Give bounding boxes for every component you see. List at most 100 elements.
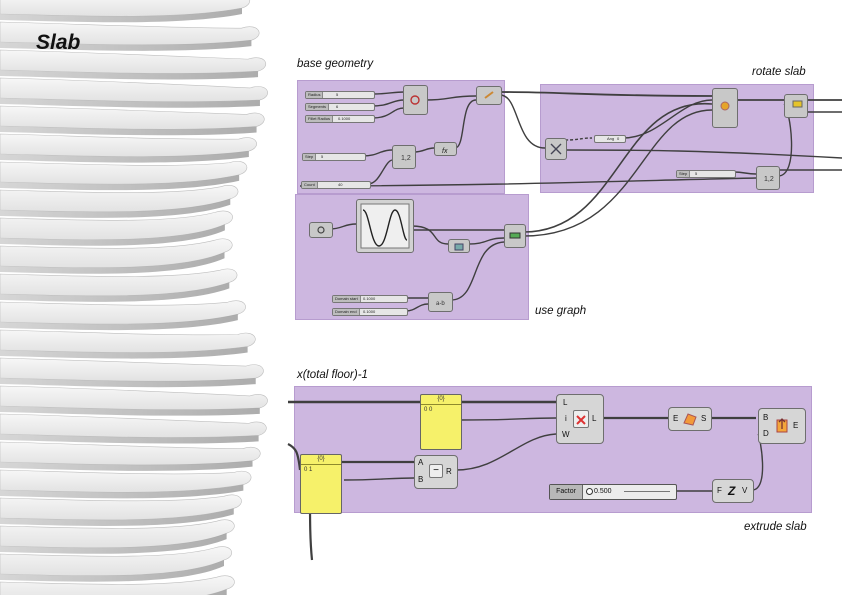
move-component[interactable] (784, 94, 808, 118)
domain-start-slider[interactable]: Domain start 0.1000 (332, 295, 408, 303)
slab-layer (0, 300, 246, 325)
panel-header: {0} (421, 395, 461, 405)
merge-icon (509, 232, 521, 239)
multiply-component[interactable]: fx (434, 142, 457, 156)
graph-mapper-icon (360, 203, 410, 249)
slab-edge (0, 70, 259, 80)
slab-edge (0, 126, 257, 136)
count-slider-value: 40 (338, 182, 343, 187)
domain-end-slider-value: 0.1000 (363, 309, 376, 314)
count-slider[interactable]: Count 40 (301, 181, 371, 189)
radius-slider-value: 5 (336, 92, 339, 97)
floor-panel-1[interactable]: {0} 0 0 (420, 394, 462, 450)
slab-edge (0, 40, 252, 51)
list-item-component[interactable]: L i W L (556, 394, 604, 444)
edge-surface-component[interactable]: E S (668, 407, 712, 431)
rotate-component[interactable] (712, 88, 738, 128)
radius-slider[interactable]: Radius 5 (305, 91, 375, 99)
caption-total-floor: x(total floor)-1 (297, 369, 368, 381)
slab-edge (0, 434, 259, 444)
unit-z-component[interactable]: F Z V (712, 479, 754, 503)
shift-icon (550, 143, 562, 155)
domain-end-slider[interactable]: Domain end 0.1000 (332, 308, 408, 316)
slab-edge (207, 589, 227, 595)
slab-layer (0, 161, 248, 185)
list-item-icon (573, 410, 589, 428)
slab-edge (0, 98, 260, 108)
slab-edge (0, 224, 225, 246)
floor-panel-2[interactable]: {0} 0 1 (300, 454, 342, 514)
angle-slider-value: 0 (617, 136, 620, 141)
slab-layer (0, 210, 233, 241)
angle-slider[interactable]: Ang 0 (594, 135, 626, 143)
formula-icon: fx (442, 148, 448, 155)
slab-layer (0, 519, 235, 549)
slab-layer (0, 546, 233, 577)
step-slider-label: Step (303, 154, 317, 160)
minus-icon: − (429, 464, 443, 478)
slab-render-artwork (0, 0, 280, 595)
output-l-label: L (592, 414, 597, 423)
domain-start-slider-value: 0.1000 (363, 296, 376, 301)
page-title: Slab (36, 31, 81, 54)
factor-slider-value: 0.500 (594, 488, 612, 495)
rotate-icon (720, 101, 730, 111)
segments-slider-label: Segments (306, 104, 330, 110)
domain-start-slider-label: Domain start (333, 296, 361, 302)
svg-text:fx: fx (442, 148, 448, 155)
slab-edge (0, 252, 225, 274)
series-icon: 1,2 (401, 155, 411, 162)
slab-layer (0, 0, 251, 17)
series-component[interactable]: 1,2 (392, 145, 416, 169)
segments-slider[interactable]: Segments 6 (305, 103, 375, 111)
slab-edge (0, 533, 227, 554)
merge-component[interactable] (504, 224, 526, 248)
remap-icon (454, 243, 464, 251)
slab-edge (0, 346, 248, 359)
input-w-label: W (562, 430, 570, 439)
slab-layer (0, 494, 242, 521)
input-f-label: F (717, 486, 722, 495)
domain-end-slider-label: Domain end (333, 309, 360, 315)
panel-header: {0} (301, 455, 341, 465)
slider-handle[interactable] (586, 488, 593, 495)
step2-slider-label: Step (677, 171, 691, 177)
input-b-label: B (763, 413, 769, 422)
slab-layer (0, 441, 261, 466)
factor-slider[interactable]: Factor 0.500 (549, 484, 677, 500)
output-v-label: V (742, 486, 748, 495)
caption-rotate-slab: rotate slab (752, 66, 806, 78)
remap-component[interactable] (448, 239, 470, 253)
step2-slider-value: 5 (695, 171, 698, 176)
slab-edge (0, 282, 230, 302)
slab-edge (0, 174, 240, 191)
subtraction-component[interactable]: A B − R (414, 455, 458, 489)
slab-layer (0, 133, 257, 157)
slab-edge (0, 314, 238, 331)
series-icon: 1,2 (764, 176, 774, 183)
series2-component[interactable]: 1,2 (756, 166, 780, 190)
domain-icon: a-b (436, 301, 445, 307)
slab-edge (0, 378, 256, 388)
polygon-component[interactable] (403, 85, 428, 115)
slab-edge (0, 406, 260, 416)
step2-slider[interactable]: Step 5 (676, 170, 736, 178)
step-slider[interactable]: Step 5 (302, 153, 366, 161)
input-a-label: A (418, 458, 424, 467)
panel-value: 0 0 (424, 407, 433, 413)
transform-component[interactable] (476, 86, 502, 105)
caption-extrude-slab: extrude slab (744, 521, 807, 533)
slab-edge (0, 151, 249, 163)
graph-mapper-component[interactable] (356, 199, 414, 253)
slab-layer (0, 21, 260, 46)
gear-icon (317, 226, 325, 234)
graph-component-input[interactable] (309, 222, 333, 238)
shift-component[interactable] (545, 138, 567, 160)
extrude-component[interactable]: B D E (758, 408, 806, 444)
slab-edge (0, 198, 231, 218)
slab-layer (0, 185, 239, 213)
fillet-radius-slider[interactable]: Fillet Radius 0.1000 (305, 115, 375, 123)
caption-use-graph: use graph (535, 305, 587, 317)
step-slider-value: 5 (321, 154, 324, 159)
construct-domain-component[interactable]: a-b (428, 292, 453, 312)
